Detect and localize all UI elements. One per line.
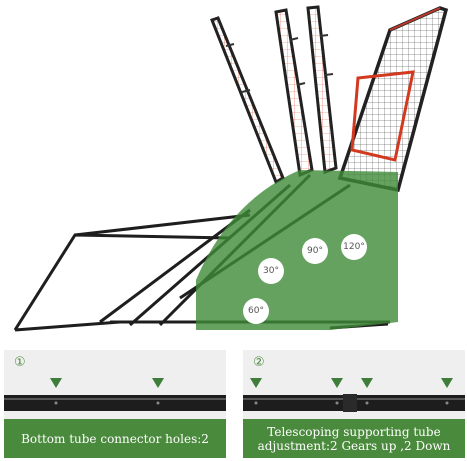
- angle-label-90: 90°: [302, 238, 328, 264]
- detail-panel-telescoping-tube: ② Telescoping supporting tube adjustment…: [243, 350, 465, 458]
- panel-caption: Telescoping supporting tube adjustment:2…: [243, 419, 465, 458]
- panel-number: ②: [253, 355, 265, 370]
- gear-marker-icon: [250, 378, 262, 388]
- gear-marker-icon: [331, 378, 343, 388]
- angle-label-120: 120°: [341, 234, 367, 260]
- gear-marker-icon: [441, 378, 453, 388]
- rebounder-illustration: [13, 5, 449, 332]
- hole-marker-icon: [152, 378, 164, 388]
- frame-pegs: [225, 34, 334, 93]
- front-net: [337, 6, 449, 193]
- frame-position-1: [210, 5, 338, 185]
- angle-label-60: 60°: [243, 298, 269, 324]
- panel-caption: Bottom tube connector holes:2: [4, 419, 226, 458]
- panel-number: ①: [14, 355, 26, 370]
- bottom-tube: [4, 395, 226, 411]
- angle-overlay: [196, 170, 398, 330]
- hole-marker-icon: [50, 378, 62, 388]
- telescoping-tube: [243, 394, 465, 412]
- gear-marker-icon: [361, 378, 373, 388]
- detail-panel-connector-holes: ① Bottom tube connector holes:2: [4, 350, 226, 458]
- angle-label-30: 30°: [258, 258, 284, 284]
